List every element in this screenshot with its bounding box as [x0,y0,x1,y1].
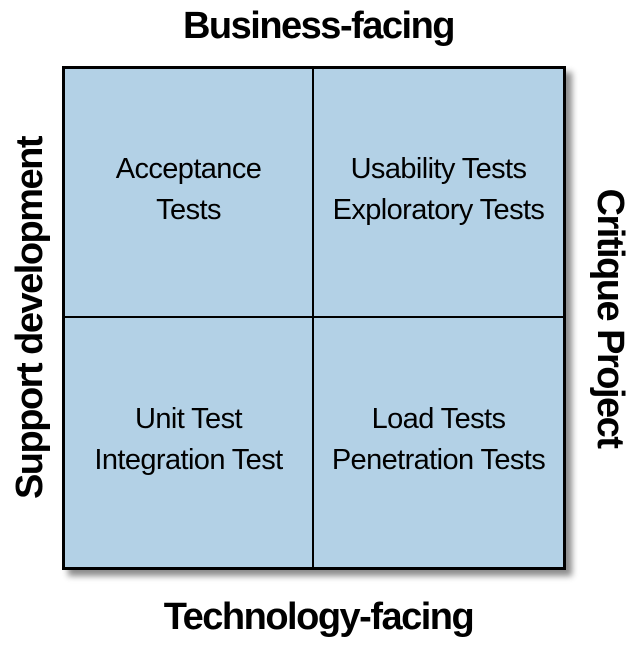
quadrant-bottom-left: Unit Test Integration Test [65,318,314,567]
axis-label-left: Support development [9,136,51,500]
quadrant-bottom-right: Load Tests Penetration Tests [314,318,563,567]
axis-label-bottom: Technology-facing [163,596,475,638]
quadrant-text-line: Unit Test [135,402,242,435]
quadrant-text-line: Tests [156,193,221,226]
quadrant-text-line: Acceptance [115,152,262,185]
quadrant-text-line: Usability Tests [350,152,527,185]
quadrant-grid: Acceptance Tests Usability Tests Explora… [62,66,566,570]
axis-label-top: Business-facing [182,5,456,47]
quadrant-text-line: Integration Test [94,443,283,476]
quadrant-top-right: Usability Tests Exploratory Tests [314,69,563,318]
quadrant-text-line: Penetration Tests [331,443,546,476]
quadrant-top-left: Acceptance Tests [65,69,314,318]
quadrant-text-line: Exploratory Tests [332,193,545,226]
axis-label-right: Critique Project [589,188,631,448]
quadrant-text-line: Load Tests [371,402,506,435]
